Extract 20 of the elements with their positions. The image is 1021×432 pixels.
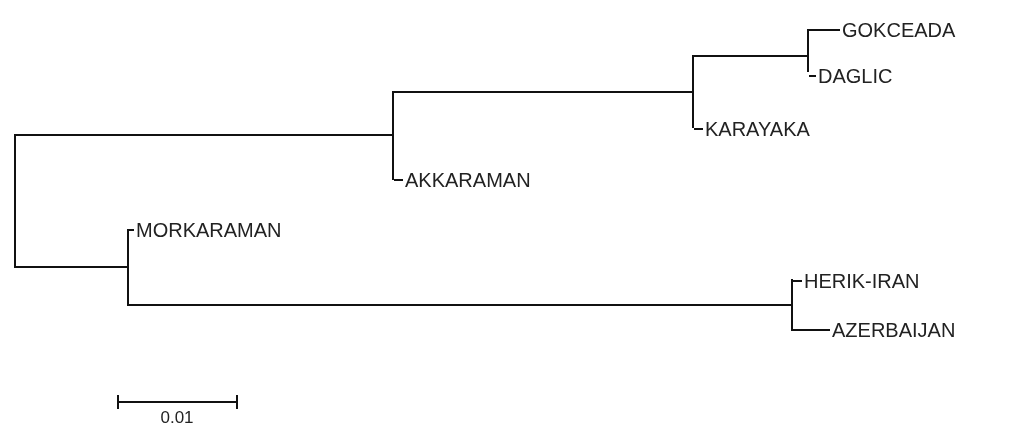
taxon-label: AZERBAIJAN	[830, 318, 958, 342]
tree-branch	[15, 266, 128, 268]
taxon-label: AKKARAMAN	[403, 168, 533, 192]
tree-branch	[15, 134, 393, 136]
tree-branch	[128, 304, 792, 306]
tree-branch	[808, 29, 841, 31]
tree-branch	[792, 329, 831, 331]
tree-branch	[792, 280, 803, 282]
tree-branch	[808, 75, 817, 77]
taxon-label: DAGLIC	[816, 64, 895, 88]
tree-branch	[693, 55, 808, 57]
taxon-label: KARAYAKA	[703, 117, 812, 141]
taxon-label: MORKARAMAN	[134, 218, 284, 242]
tree-branch	[393, 179, 404, 181]
taxon-label: HERIK-IRAN	[802, 269, 922, 293]
tree-branch	[393, 91, 693, 93]
tree-branch	[693, 128, 704, 130]
taxon-label: GOKCEADA	[840, 18, 958, 42]
scale-label: 0.01	[159, 408, 195, 428]
tree-branch	[128, 229, 135, 231]
